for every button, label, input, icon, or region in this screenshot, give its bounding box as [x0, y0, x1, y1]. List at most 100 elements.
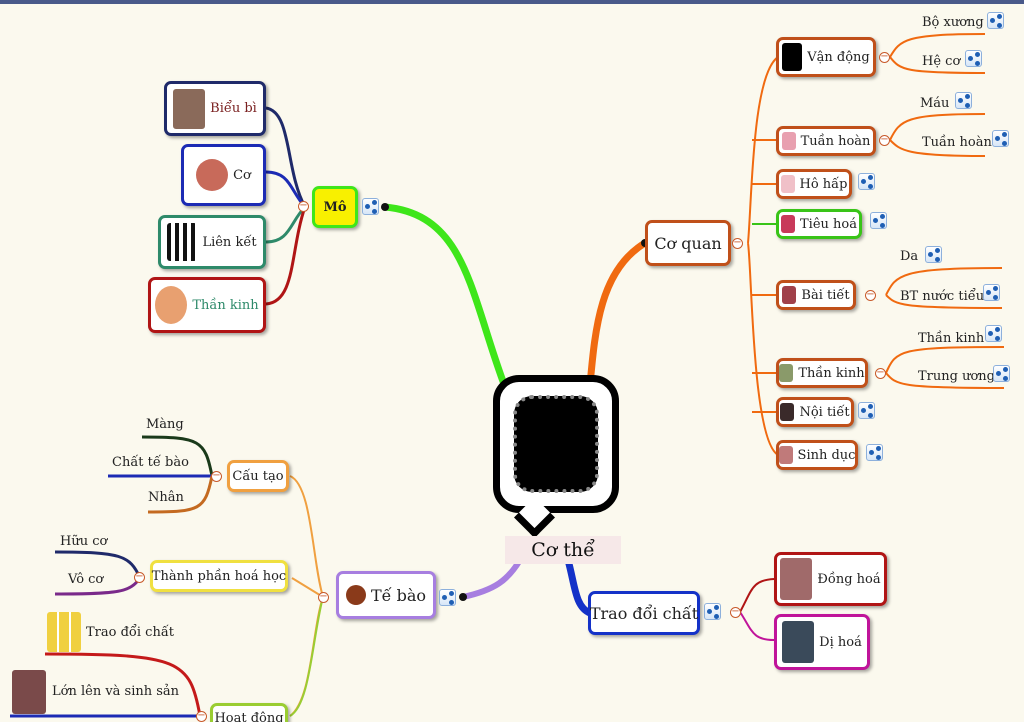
assimilation-photo-icon — [780, 558, 813, 600]
node-co[interactable]: Cơ — [181, 144, 266, 206]
node-nhan[interactable]: Nhân — [148, 490, 184, 505]
node-trung-uong[interactable]: Trung ương — [918, 369, 995, 384]
node-tuan-hoan-label: Tuần hoàn — [800, 133, 871, 149]
share-icon[interactable] — [983, 284, 1000, 301]
node-vo-co[interactable]: Vô cơ — [68, 572, 104, 587]
node-thanh-phan-label: Thành phần hoá học — [151, 568, 287, 584]
node-tieu-hoa[interactable]: Tiêu hoá — [776, 209, 862, 239]
link-tuan-hoan-kids — [889, 113, 986, 157]
node-huu-co[interactable]: Hữu cơ — [60, 534, 108, 549]
share-icon[interactable] — [866, 444, 883, 461]
node-thanh-phan-hoa-hoc[interactable]: Thành phần hoá học — [150, 560, 288, 592]
collapse-toggle-than-kinh[interactable]: − — [875, 367, 886, 379]
node-chat-te-bao[interactable]: Chất tế bào — [112, 455, 189, 470]
growth-photo-icon — [12, 670, 46, 714]
dissimilation-photo-icon — [782, 621, 815, 663]
node-mang[interactable]: Màng — [146, 417, 184, 432]
share-icon[interactable] — [439, 589, 456, 606]
node-bieu-bi-label: Biểu bì — [210, 101, 257, 116]
node-trao-doi-chat[interactable]: Trao đổi chất — [588, 591, 700, 635]
node-lon-len-va-sinh-san[interactable]: Lớn lên và sinh sản — [52, 684, 180, 699]
node-van-dong-label: Vận động — [807, 49, 870, 65]
node-mo-label: Mô — [323, 199, 347, 215]
node-hoat-dong[interactable]: Hoạt động — [210, 703, 288, 722]
node-co-quan[interactable]: Cơ quan — [645, 220, 731, 266]
lungs-photo-icon — [780, 175, 795, 193]
link-dong-hoa — [739, 578, 775, 613]
node-tieu-hoa-label: Tiêu hoá — [800, 216, 857, 232]
collapse-toggle-tuan-hoan[interactable]: − — [879, 134, 890, 146]
collapse-toggle-hoat-dong[interactable]: − — [196, 710, 207, 722]
node-te-bao[interactable]: Tế bào — [336, 571, 436, 619]
link-di-hoa — [739, 611, 775, 641]
link-mo — [381, 203, 514, 404]
share-icon[interactable] — [992, 130, 1009, 147]
collapse-toggle-co-quan[interactable]: − — [732, 237, 743, 249]
collapse-toggle-te-bao[interactable]: − — [318, 591, 329, 603]
central-topic-image[interactable] — [493, 375, 619, 539]
node-dong-hoa[interactable]: Đồng hoá — [774, 552, 887, 606]
node-than-kinh-cq-label: Thần kinh — [798, 365, 865, 381]
node-lien-ket[interactable]: Liên kết — [158, 215, 266, 269]
node-te-bao-label: Tế bào — [370, 585, 426, 605]
collapse-toggle-cau-tao[interactable]: − — [211, 470, 222, 482]
kidney-photo-icon — [782, 286, 797, 304]
node-trao-doi-chat-label: Trao đổi chất — [589, 603, 699, 623]
node-mau[interactable]: Máu — [920, 96, 950, 111]
node-trao-doi-chat-hd[interactable]: Trao đổi chất — [86, 625, 175, 640]
node-than-kinh-cq[interactable]: Thần kinh — [776, 358, 868, 388]
link-te-bao — [460, 557, 523, 600]
link-trao-doi-chat-hd — [44, 652, 202, 717]
share-icon[interactable] — [858, 173, 875, 190]
share-icon[interactable] — [870, 212, 887, 229]
node-co-quan-label: Cơ quan — [654, 233, 722, 253]
share-icon[interactable] — [858, 402, 875, 419]
node-tuan-hoan[interactable]: Tuần hoàn — [776, 126, 876, 156]
node-than-kinh-sub[interactable]: Thần kinh — [918, 331, 985, 346]
link-mang — [141, 435, 214, 477]
central-topic-label[interactable]: Cơ thể — [505, 536, 621, 564]
link-than-kinh-kids — [885, 346, 1005, 389]
node-hoat-dong-label: Hoạt động — [214, 710, 284, 722]
skeleton-photo-icon — [782, 43, 803, 71]
node-sinh-duc[interactable]: Sinh dục — [776, 440, 858, 470]
reproductive-photo-icon — [778, 446, 793, 464]
node-van-dong[interactable]: Vận động — [776, 37, 876, 77]
node-than-kinh-mo[interactable]: Thần kinh — [148, 277, 266, 333]
collapse-toggle-trao-doi-chat[interactable]: − — [730, 606, 741, 618]
collapse-toggle-mo[interactable]: − — [298, 200, 309, 212]
node-tuan-hoan-sub[interactable]: Tuần hoàn — [922, 135, 992, 150]
node-da[interactable]: Da — [900, 249, 919, 264]
digestive-photo-icon — [781, 215, 796, 233]
share-icon[interactable] — [987, 12, 1004, 29]
node-cau-tao[interactable]: Cấu tạo — [227, 460, 289, 492]
share-icon[interactable] — [925, 246, 942, 263]
share-icon[interactable] — [362, 198, 379, 215]
collapse-toggle-bai-tiet[interactable]: − — [865, 289, 876, 301]
node-co-label: Cơ — [233, 167, 251, 183]
node-bai-tiet[interactable]: Bài tiết — [776, 280, 856, 310]
node-he-co[interactable]: Hệ cơ — [922, 54, 961, 69]
link-nhan — [147, 475, 214, 514]
node-ho-hap-label: Hô hấp — [799, 176, 848, 192]
share-icon[interactable] — [965, 50, 982, 67]
node-bo-xuong[interactable]: Bộ xương — [922, 15, 984, 30]
link-trao-doi-chat — [564, 556, 594, 617]
node-noi-tiet[interactable]: Nội tiết — [776, 397, 854, 427]
node-ho-hap[interactable]: Hô hấp — [776, 169, 852, 199]
share-icon[interactable] — [985, 325, 1002, 342]
node-di-hoa[interactable]: Dị hoá — [774, 614, 870, 670]
link-bai-tiet-kids — [885, 267, 1003, 309]
share-icon[interactable] — [955, 92, 972, 109]
heart-photo-icon — [781, 132, 796, 150]
node-mo[interactable]: Mô — [312, 186, 358, 228]
node-bieu-bi[interactable]: Biểu bì — [164, 81, 266, 136]
share-icon[interactable] — [704, 603, 721, 620]
node-dong-hoa-label: Đồng hoá — [817, 571, 881, 587]
collapse-toggle-van-dong[interactable]: − — [879, 51, 890, 63]
collapse-toggle-thanh-phan[interactable]: − — [134, 571, 145, 583]
share-icon[interactable] — [993, 365, 1010, 382]
window-top-border — [0, 0, 1024, 4]
node-bt-nuoc-tieu[interactable]: BT nước tiểu — [900, 289, 985, 304]
